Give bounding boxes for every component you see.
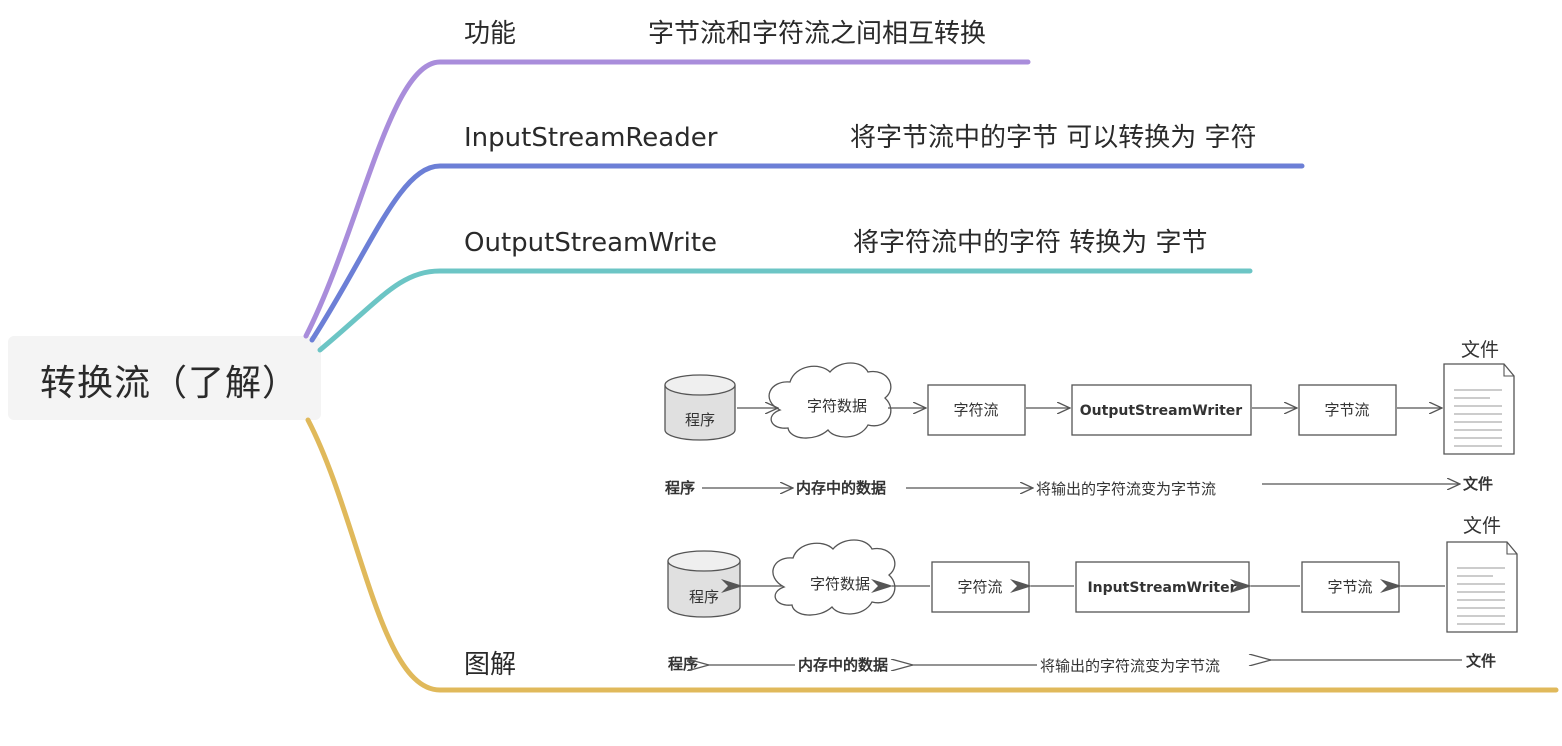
flow2-step-4: 文件 [1466, 652, 1496, 670]
branch-key-diagram[interactable]: 图解 [464, 650, 517, 680]
row1-file-icon [1443, 363, 1515, 455]
row1-box3-label: 字节流 [1324, 401, 1369, 419]
row2-program-label: 程序 [689, 588, 719, 606]
branch-key-function[interactable]: 功能 [464, 19, 517, 49]
flow1-step-1: 程序 [665, 479, 695, 497]
row1-data-cloud [768, 362, 892, 439]
row1-byte-stream-box [1298, 384, 1397, 436]
root-topic-label: 转换流（了解） [40, 363, 300, 404]
branch-line-function [303, 59, 1031, 339]
row1-cloud-label: 字符数据 [807, 397, 867, 415]
row1-char-stream-box [927, 384, 1026, 436]
row2-box3-label: 字节流 [1327, 578, 1372, 596]
row2-reader-box [1075, 561, 1250, 613]
row2-box1-label: 字符流 [957, 578, 1002, 596]
row2-file-title: 文件 [1463, 515, 1501, 537]
branch-line-diagram [305, 417, 1559, 693]
row1-program-cylinder [664, 374, 736, 441]
branch-value-inputstreamreader[interactable]: 将字节流中的字节 可以转换为 字符 [850, 123, 1257, 153]
flow2-step-2: 内存中的数据 [798, 656, 888, 674]
branch-key-outputstreamwrite[interactable]: OutputStreamWrite [464, 228, 718, 258]
row1-writer-box [1071, 384, 1252, 436]
branch-value-function[interactable]: 字节流和字符流之间相互转换 [648, 19, 987, 49]
branch-line-outputstreamwrite [317, 268, 1253, 353]
root-node[interactable] [8, 336, 321, 420]
row2-program-cylinder [667, 550, 741, 618]
flow1-step-2: 内存中的数据 [796, 479, 886, 497]
flow1-step-3: 将输出的字符流变为字节流 [1036, 480, 1216, 498]
row2-file-icon [1446, 541, 1518, 633]
row1-box1-label: 字符流 [953, 401, 998, 419]
flow2-step-3: 将输出的字符流变为字节流 [1040, 657, 1220, 675]
flow2-step-1: 程序 [668, 655, 698, 673]
row2-data-cloud [772, 539, 896, 616]
row1-box2-label: OutputStreamWriter [1080, 403, 1243, 419]
flow1-step-4: 文件 [1463, 475, 1493, 493]
row1-file-title: 文件 [1461, 339, 1499, 361]
branch-line-inputstreamreader [309, 163, 1305, 343]
row2-box2-label: InputStreamWriter [1087, 580, 1236, 596]
row2-cloud-label: 字符数据 [810, 575, 870, 593]
row1-program-label: 程序 [685, 411, 715, 429]
branch-value-outputstreamwrite[interactable]: 将字符流中的字符 转换为 字节 [853, 228, 1208, 258]
branch-key-inputstreamreader[interactable]: InputStreamReader [464, 123, 718, 153]
